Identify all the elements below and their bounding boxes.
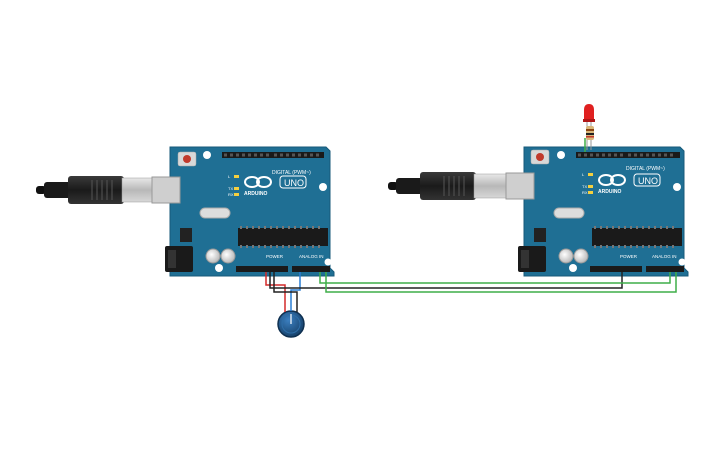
- wire-red[interactable]: [265, 272, 286, 312]
- model-label: UNO: [284, 178, 304, 188]
- usb-cable-left[interactable]: [36, 176, 155, 204]
- rx-label: RX: [582, 190, 588, 195]
- digital-header-label: DIGITAL (PWM~): [626, 166, 665, 172]
- potentiometer[interactable]: [277, 310, 305, 338]
- svg-text:ARDUINO: ARDUINO: [244, 191, 267, 197]
- digital-header-label: DIGITAL (PWM~): [272, 170, 311, 176]
- arduino-logo: ARDUINO: [598, 174, 626, 195]
- wire-black-pot[interactable]: [273, 272, 298, 312]
- wire-blue[interactable]: [290, 272, 301, 311]
- rx-label: RX: [228, 192, 234, 197]
- svg-text:ARDUINO: ARDUINO: [598, 189, 621, 195]
- analog-in-label: ANALOG IN: [652, 254, 677, 259]
- model-label: UNO: [638, 176, 658, 186]
- tx-label: TX: [228, 186, 233, 191]
- resistor[interactable]: [586, 126, 594, 140]
- l-label: L: [582, 172, 585, 177]
- l-label: L: [228, 174, 231, 179]
- analog-in-label: ANALOG IN: [299, 254, 324, 259]
- power-label: POWER: [266, 254, 284, 259]
- arduino-board-left[interactable]: DIGITAL (PWM~) ARDUINO UNO TX RX L POWER…: [36, 146, 335, 277]
- arduino-board-right[interactable]: DIGITAL (PWM~) ARDUINO UNO TX RX L POWER…: [388, 146, 689, 277]
- wire-black-gnd[interactable]: [269, 272, 623, 289]
- tx-label: TX: [582, 184, 587, 189]
- wire-green-a5[interactable]: [325, 272, 677, 293]
- arduino-logo: ARDUINO: [244, 176, 272, 197]
- wire-green-a4[interactable]: [319, 272, 671, 284]
- usb-cable-right[interactable]: [388, 172, 511, 200]
- power-label: POWER: [620, 254, 638, 259]
